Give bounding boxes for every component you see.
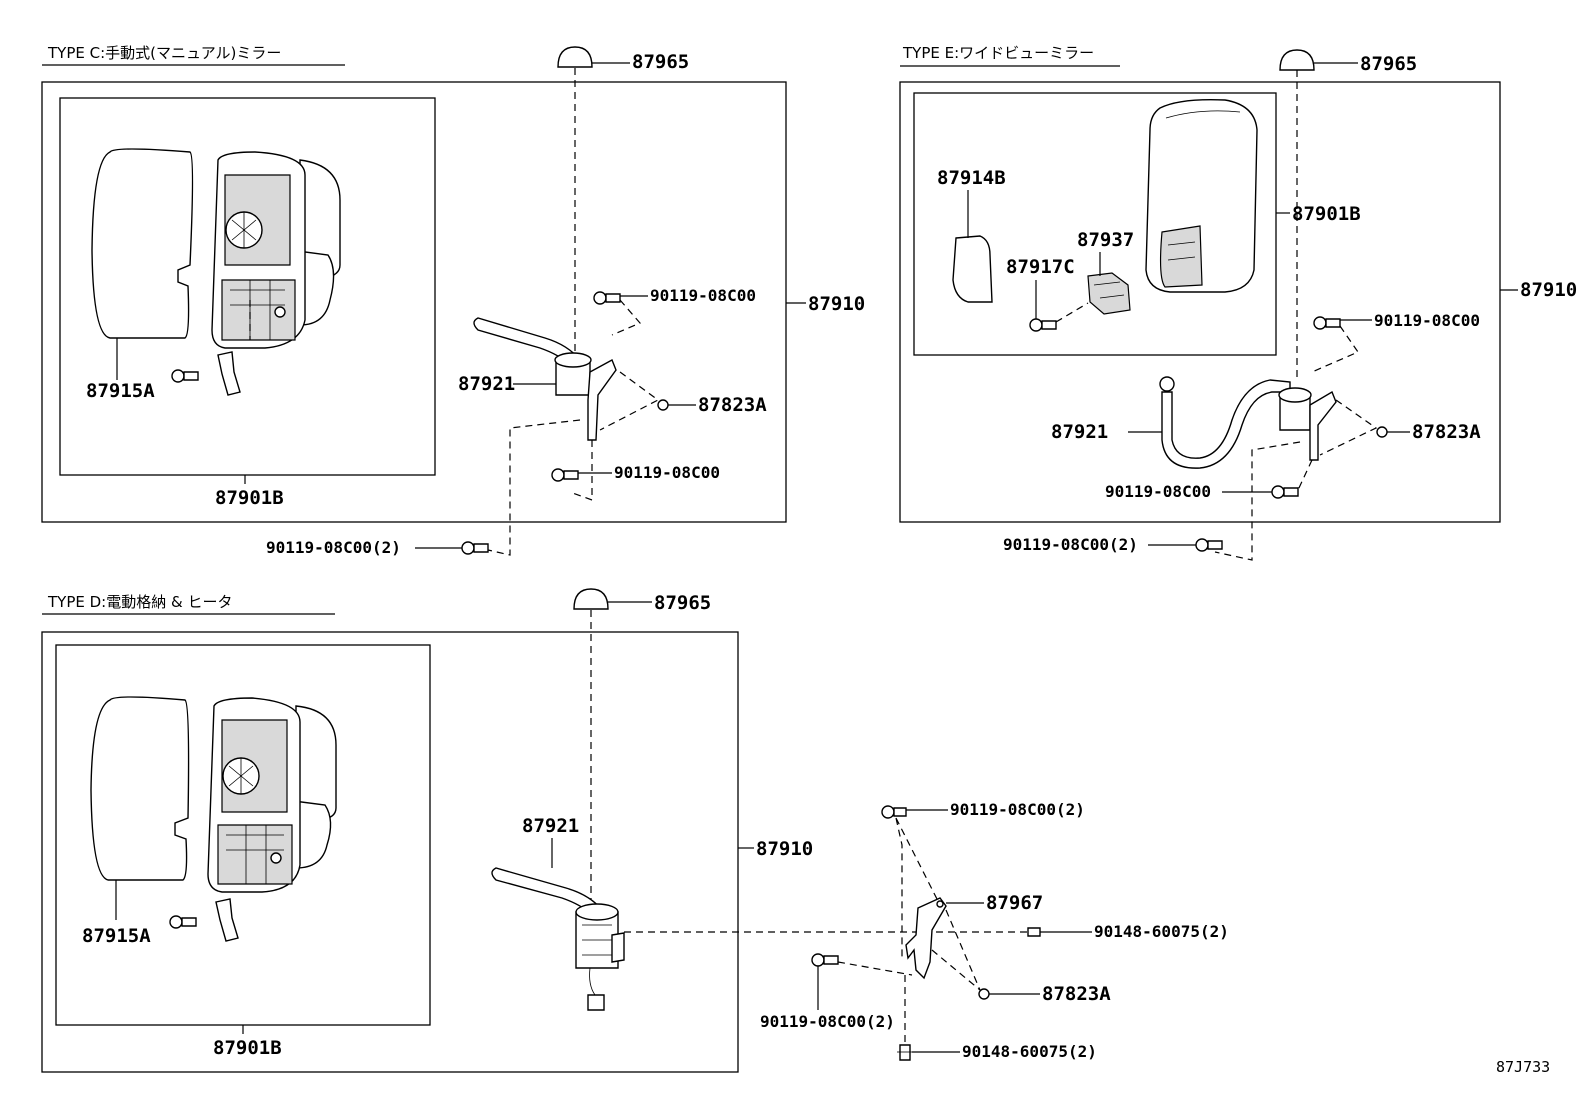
mirror-housing-icon-d (207, 697, 337, 893)
cap-icon (557, 46, 593, 68)
bolt-a-icon-d (881, 805, 907, 819)
label-87965-d: 87965 (654, 592, 711, 614)
diagram-code: 87J733 (1496, 1058, 1550, 1076)
label-87921-e: 87921 (1051, 421, 1108, 443)
outer-frame-type-e (899, 81, 1501, 523)
inner-frame-type-c (59, 97, 436, 476)
section-title-type-d: TYPE D:電動格納 & ヒータ (47, 593, 232, 611)
label-90119-08C00-2-d-top: 90119-08C00(2) (950, 800, 1085, 819)
cap-icon-d (573, 588, 609, 610)
nut-icon (657, 399, 669, 411)
label-87937-e: 87937 (1077, 229, 1134, 251)
bolt-bottom-icon-e (1195, 538, 1223, 552)
label-87823A-e: 87823A (1412, 421, 1481, 443)
screw-icon-e (1029, 318, 1057, 332)
cap-icon-e (1279, 49, 1315, 71)
nut-icon-d (978, 988, 990, 1000)
bolt-icon (171, 369, 199, 383)
section-type-e: TYPE E:ワイドビューミラー 87965 87901B 87914B 87 (899, 44, 1577, 561)
label-87910-e: 87910 (1520, 279, 1577, 301)
label-87967-d: 87967 (986, 892, 1043, 914)
bolt-top-icon-e (1313, 316, 1341, 330)
label-90119-08C00-e-mid: 90119-08C00 (1105, 482, 1211, 501)
mirror-arm-icon-e (1159, 376, 1337, 469)
screw-a-icon-d (1027, 927, 1041, 937)
outer-frame-type-c (41, 81, 787, 523)
section-title-type-e: TYPE E:ワイドビューミラー (902, 44, 1094, 62)
section-type-d: TYPE D:電動格納 & ヒータ 87915A 87901B (41, 588, 1229, 1073)
label-87921-c: 87921 (458, 373, 515, 395)
label-90148-60075-2-d-b: 90148-60075(2) (962, 1042, 1097, 1061)
label-87965-e: 87965 (1360, 53, 1417, 75)
mirror-housing-icon (211, 151, 341, 349)
clip-icon-d (215, 898, 239, 942)
bracket-icon-e (1087, 272, 1131, 315)
label-87901B-e: 87901B (1292, 203, 1361, 225)
bolt-bottom-icon (461, 541, 489, 555)
section-type-c: TYPE C:手動式(マニュアル)ミラー 8 (41, 44, 865, 557)
label-90148-60075-2-d-a: 90148-60075(2) (1094, 922, 1229, 941)
bracket-icon-d (905, 897, 947, 980)
label-87914B-e: 87914B (937, 167, 1006, 189)
section-title-type-c: TYPE C:手動式(マニュアル)ミラー (47, 44, 281, 62)
label-87921-d: 87921 (522, 815, 579, 837)
label-87917C-e: 87917C (1006, 256, 1075, 278)
label-87965-c: 87965 (632, 51, 689, 73)
nut-icon-e (1376, 426, 1388, 438)
bolt-b-icon-d (811, 953, 839, 967)
screw-b-icon-d (897, 1044, 913, 1061)
label-90119-08C00-2-e: 90119-08C00(2) (1003, 535, 1138, 554)
clip-icon (217, 351, 241, 396)
label-90119-08C00-c-mid: 90119-08C00 (614, 463, 720, 482)
label-87823A-d: 87823A (1042, 983, 1111, 1005)
inner-frame-type-e (913, 92, 1277, 356)
outer-frame-type-d (41, 631, 739, 1073)
label-87915A-c: 87915A (86, 380, 155, 402)
label-90119-08C00-2-c: 90119-08C00(2) (266, 538, 401, 557)
label-87915A-d: 87915A (82, 925, 151, 947)
label-87910-d: 87910 (756, 838, 813, 860)
cover-icon (952, 235, 993, 303)
label-90119-08C00-e-top: 90119-08C00 (1374, 311, 1480, 330)
label-87910-c: 87910 (808, 293, 865, 315)
label-87901B-c: 87901B (215, 487, 284, 509)
bolt-icon-d (169, 915, 197, 929)
label-87823A-c: 87823A (698, 394, 767, 416)
bolt-top-icon (593, 291, 621, 305)
wide-mirror-icon (1145, 99, 1258, 293)
power-arm-icon (491, 867, 625, 1011)
bolt-mid-icon (551, 468, 579, 482)
label-90119-08C00-c-top: 90119-08C00 (650, 286, 756, 305)
label-90119-08C00-2-d-bottom: 90119-08C00(2) (760, 1012, 895, 1031)
mirror-glass-icon (91, 148, 194, 339)
mirror-arm-icon (473, 317, 617, 441)
label-87901B-d: 87901B (213, 1037, 282, 1059)
mirror-glass-icon-d (90, 696, 190, 881)
bolt-mid-icon-e (1271, 485, 1299, 499)
